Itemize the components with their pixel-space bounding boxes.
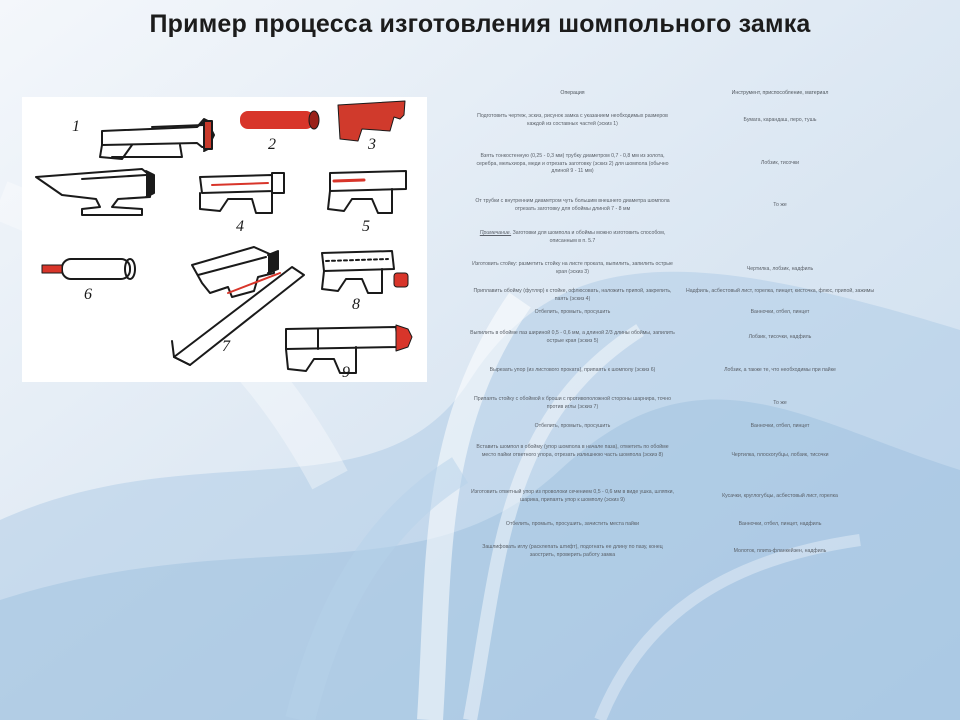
row-tools: Ванночки, отбел, пинцет bbox=[750, 309, 810, 315]
note-label: Примечание. bbox=[479, 230, 512, 236]
row-operation: Отбелить, промыть, просушить bbox=[534, 309, 611, 315]
sketch-8 bbox=[321, 250, 409, 294]
sketch-label-5: 5 bbox=[362, 218, 370, 235]
sketch-6 bbox=[41, 258, 136, 280]
row-operation: Изготовить стойку: разметить стойку на л… bbox=[472, 261, 673, 275]
row-tools: Молоток, плита-фланкейзен, надфиль bbox=[733, 548, 827, 554]
lock-sketches: 1 2 3 4 5 6 7 8 9 bbox=[35, 100, 413, 381]
row-tools: Лобзик, тисочки bbox=[760, 160, 800, 166]
sketch-figure: 1 2 3 4 5 6 7 8 9 bbox=[22, 97, 427, 382]
row-operation: Вырезать упор (из листового проката), пр… bbox=[489, 367, 656, 373]
header-tools: Инструмент, приспособление, материал bbox=[731, 90, 829, 96]
row-operation: Взять тонкостенную (0,25 - 0,3 мм) трубк… bbox=[476, 153, 669, 175]
row-tools: Лобзик, тисочки, надфиль bbox=[748, 334, 812, 340]
sketch-2 bbox=[240, 110, 320, 130]
row-tools: Ванночки, отбел, пинцет, надфиль bbox=[738, 521, 822, 527]
row-operation: Зашлифовать иглу (расклепать штифт), под… bbox=[482, 544, 663, 558]
sketch-label-7: 7 bbox=[222, 338, 231, 355]
sketch-label-9: 9 bbox=[342, 364, 350, 381]
row-tools: Кусачки, круглогубцы, асбестовый лист, г… bbox=[722, 493, 838, 499]
row-tools: Чертилка, плоскогубцы, лобзик, тисочки bbox=[731, 452, 829, 458]
page-title: Пример процесса изготовления шомпольного… bbox=[149, 10, 811, 38]
row-tools: То же bbox=[773, 202, 787, 208]
sketch-9 bbox=[285, 324, 413, 374]
note-text: Заготовки для шомпола и обоймы можно изг… bbox=[512, 230, 666, 244]
row-tools: Чертилка, лобзик, надфиль bbox=[746, 266, 814, 272]
sketch-label-8: 8 bbox=[352, 296, 360, 313]
row-tools: Лобзик, а также те, что необходимы при п… bbox=[724, 367, 836, 373]
sketch-5 bbox=[327, 170, 407, 214]
sketch-3 bbox=[337, 100, 406, 142]
sketch-label-2: 2 bbox=[268, 136, 276, 153]
sketch-anvil bbox=[35, 168, 155, 216]
row-operation: Примечание. Заготовки для шомпола и обой… bbox=[470, 230, 675, 245]
sketch-7 bbox=[171, 246, 305, 366]
row-operation: Припаять стойку с обоймой к броши с прот… bbox=[474, 396, 671, 410]
row-tools: То же bbox=[773, 400, 787, 406]
header-operation: Операция bbox=[560, 90, 585, 96]
row-tools: Ванночки, отбел, пинцет bbox=[750, 423, 810, 429]
row-tools: Надфиль, асбестовый лист, горелка, пинце… bbox=[685, 288, 875, 294]
sketch-1 bbox=[99, 118, 215, 160]
row-tools: Бумага, карандаш, перо, тушь bbox=[743, 117, 817, 123]
sketch-label-6: 6 bbox=[84, 286, 92, 303]
row-operation: Выпилить в обойме паз шириной 0,5 - 0,6 … bbox=[470, 330, 675, 344]
row-operation: Изготовить ответный упор из проволоки се… bbox=[471, 489, 674, 503]
sketch-label-3: 3 bbox=[367, 136, 376, 153]
row-operation: Приплавить обойму (футляр) к стойке, офл… bbox=[473, 288, 672, 302]
row-operation: От трубки с внутренним диаметром чуть бо… bbox=[475, 198, 670, 212]
row-operation: Подготовить чертеж, эскиз, рисунок замка… bbox=[477, 113, 668, 127]
row-operation: Вставить шомпол в обойму (упор шомпола в… bbox=[476, 444, 669, 458]
sketch-label-1: 1 bbox=[72, 118, 80, 135]
sketch-4 bbox=[199, 172, 285, 214]
row-operation: Отбелить, промыть, просушить, зачистить … bbox=[505, 521, 640, 527]
row-operation: Отбелить, промыть, просушить bbox=[534, 423, 611, 429]
sketch-label-4: 4 bbox=[236, 218, 244, 235]
